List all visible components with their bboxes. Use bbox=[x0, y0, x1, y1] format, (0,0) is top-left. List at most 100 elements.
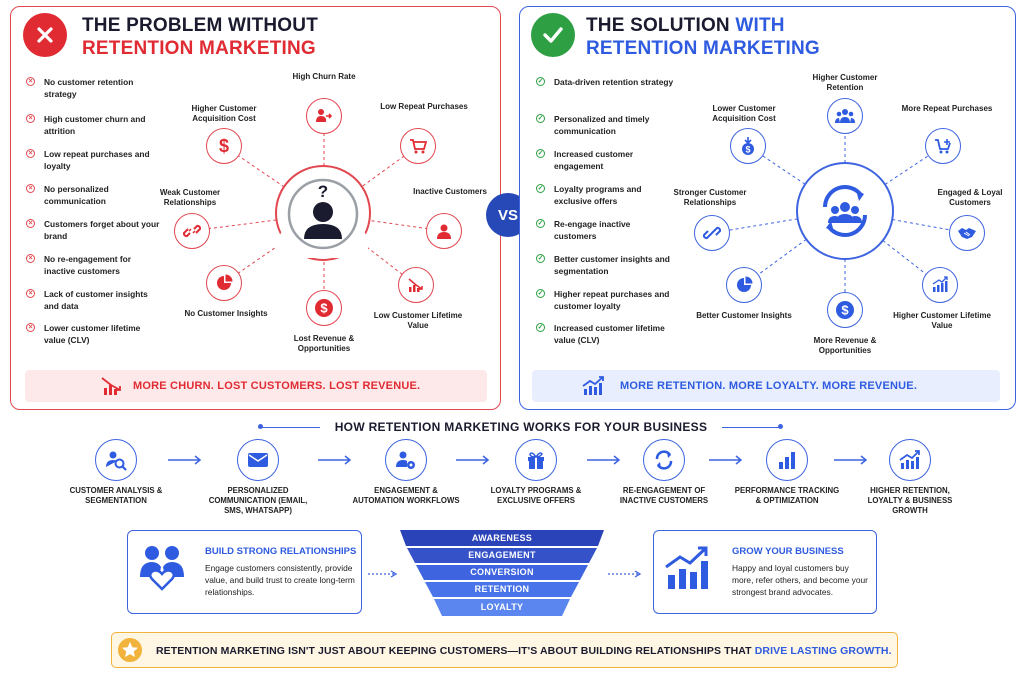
arrow-right-icon bbox=[168, 455, 202, 465]
chart-down-icon bbox=[398, 267, 434, 303]
funnel-stage: ENGAGEMENT bbox=[468, 550, 536, 560]
cart-plus-icon bbox=[925, 128, 961, 164]
solution-bullet: ✓Data-driven retention strategy bbox=[536, 77, 674, 87]
chart-down-icon bbox=[101, 377, 121, 395]
node-label: Higher Customer Lifetime Value bbox=[893, 311, 991, 330]
solution-bullet: ✓Better customer insights and segmentati… bbox=[536, 254, 670, 276]
divider bbox=[722, 427, 782, 428]
check-circle-icon: ✓ bbox=[536, 289, 545, 298]
check-circle-icon: ✓ bbox=[536, 184, 545, 193]
relationships-title: BUILD STRONG RELATIONSHIPS bbox=[205, 546, 357, 557]
user-search-icon bbox=[95, 439, 137, 481]
check-circle-icon: ✓ bbox=[536, 254, 545, 263]
node-label: More Revenue & Opportunities bbox=[813, 336, 877, 355]
confused-user-icon: ? bbox=[273, 178, 373, 310]
dollar-icon: $ bbox=[206, 128, 242, 164]
x-circle-icon: × bbox=[26, 149, 35, 158]
footer-banner bbox=[111, 632, 898, 668]
solution-panel bbox=[519, 6, 1016, 410]
problem-bullet: ×No customer retention strategy bbox=[26, 76, 164, 100]
step-label: RE-ENGAGEMENT OF INACTIVE CUSTOMERS bbox=[619, 486, 709, 505]
funnel-stage: RETENTION bbox=[474, 584, 530, 594]
dollar-icon: $ bbox=[827, 292, 863, 328]
x-circle-icon: × bbox=[26, 219, 35, 228]
relationships-text: Engage customers consistently, provide v… bbox=[205, 563, 355, 597]
funnel-stage: AWARENESS bbox=[471, 533, 533, 543]
problem-bullet: ×No re-engagement for inactive customers bbox=[26, 253, 164, 277]
problem-panel bbox=[10, 6, 501, 410]
problem-banner: MORE CHURN. LOST CUSTOMERS. LOST REVENUE… bbox=[25, 370, 487, 402]
x-circle-icon: × bbox=[26, 184, 35, 193]
solution-bullet: ✓Increased customer lifetime value (CLV) bbox=[536, 323, 665, 345]
svg-text:?: ? bbox=[318, 182, 328, 201]
funnel: AWARENESS ENGAGEMENT CONVERSION RETENTIO… bbox=[400, 530, 604, 616]
step-label: ENGAGEMENT & AUTOMATION WORKFLOWS bbox=[352, 486, 460, 505]
check-circle-icon: ✓ bbox=[536, 323, 545, 332]
arrow-right-icon bbox=[587, 455, 621, 465]
problem-bullet: ×Customers forget about your brand bbox=[26, 218, 164, 242]
check-circle-icon: ✓ bbox=[536, 114, 545, 123]
cart-icon bbox=[400, 128, 436, 164]
refresh-icon bbox=[643, 439, 685, 481]
handshake-icon bbox=[949, 215, 985, 251]
node-label: High Churn Rate bbox=[292, 72, 356, 81]
problem-bullet: ×High customer churn and attrition bbox=[26, 113, 164, 137]
footer-text: RETENTION MARKETING ISN'T JUST ABOUT KEE… bbox=[156, 645, 892, 657]
svg-text:$: $ bbox=[320, 301, 328, 316]
solution-banner: MORE RETENTION. MORE LOYALTY. MORE REVEN… bbox=[532, 370, 1000, 402]
user-gear-icon bbox=[385, 439, 427, 481]
step-label: HIGHER RETENTION, LOYALTY & BUSINESS GRO… bbox=[867, 486, 953, 515]
x-circle-icon: × bbox=[26, 254, 35, 263]
step-label: CUSTOMER ANALYSIS & SEGMENTATION bbox=[69, 486, 163, 505]
retention-cycle-icon bbox=[823, 185, 867, 237]
node-label: Stronger Customer Relationships bbox=[673, 188, 747, 207]
bar-chart-icon bbox=[766, 439, 808, 481]
divider-dot bbox=[778, 424, 783, 429]
node-label: Higher Customer Acquisition Cost bbox=[191, 104, 257, 123]
chart-up-icon bbox=[922, 267, 958, 303]
node-label: Better Customer Insights bbox=[696, 311, 792, 320]
close-icon bbox=[23, 13, 67, 57]
dashed-arrow-icon bbox=[608, 570, 642, 578]
problem-bullet: ×Lack of customer insights and data bbox=[26, 288, 164, 312]
funnel-stage: CONVERSION bbox=[470, 567, 534, 577]
problem-bullet: ×No personalized communication bbox=[26, 183, 164, 207]
svg-text:$: $ bbox=[841, 303, 849, 318]
x-circle-icon: × bbox=[26, 323, 35, 332]
problem-center: ? bbox=[273, 165, 373, 310]
node-label: Weak Customer Relationships bbox=[159, 188, 221, 207]
divider-dot bbox=[258, 424, 263, 429]
chart-up-icon bbox=[582, 376, 604, 395]
pie-chart-icon bbox=[726, 267, 762, 303]
grow-title: GROW YOUR BUSINESS bbox=[732, 546, 844, 557]
solution-center bbox=[796, 162, 894, 260]
node-label: No Customer Insights bbox=[184, 309, 268, 318]
how-title: HOW RETENTION MARKETING WORKS FOR YOUR B… bbox=[334, 420, 708, 434]
svg-text:$: $ bbox=[745, 145, 750, 155]
link-icon bbox=[694, 215, 730, 251]
problem-title: THE PROBLEM WITHOUT RETENTION MARKETING bbox=[82, 15, 319, 59]
node-label: More Repeat Purchases bbox=[901, 104, 993, 113]
growth-chart-icon bbox=[889, 439, 931, 481]
x-circle-icon: × bbox=[26, 77, 35, 86]
people-heart-icon bbox=[140, 546, 184, 591]
solution-bullet: ✓Loyalty programs and exclusive offers bbox=[536, 184, 642, 206]
growth-chart-icon bbox=[665, 546, 708, 589]
check-icon bbox=[531, 13, 575, 57]
arrow-right-icon bbox=[456, 455, 490, 465]
step-label: PERFORMANCE TRACKING & OPTIMIZATION bbox=[734, 486, 840, 505]
check-circle-icon: ✓ bbox=[536, 149, 545, 158]
x-circle-icon: × bbox=[26, 289, 35, 298]
solution-bullet: ✓Personalized and timely communication bbox=[536, 114, 650, 136]
email-icon bbox=[237, 439, 279, 481]
solution-bullet: ✓Higher repeat purchases and customer lo… bbox=[536, 289, 670, 311]
funnel-stage: LOYALTY bbox=[480, 602, 524, 612]
arrow-right-icon bbox=[834, 455, 868, 465]
arrow-right-icon bbox=[318, 455, 352, 465]
solution-bullet: ✓Re-engage inactive customers bbox=[536, 219, 631, 241]
churn-icon bbox=[306, 98, 342, 134]
problem-bullet: ×Low repeat purchases and loyalty bbox=[26, 148, 164, 172]
node-label: Low Customer Lifetime Value bbox=[373, 311, 463, 330]
svg-text:$: $ bbox=[219, 137, 229, 155]
user-icon bbox=[426, 213, 462, 249]
